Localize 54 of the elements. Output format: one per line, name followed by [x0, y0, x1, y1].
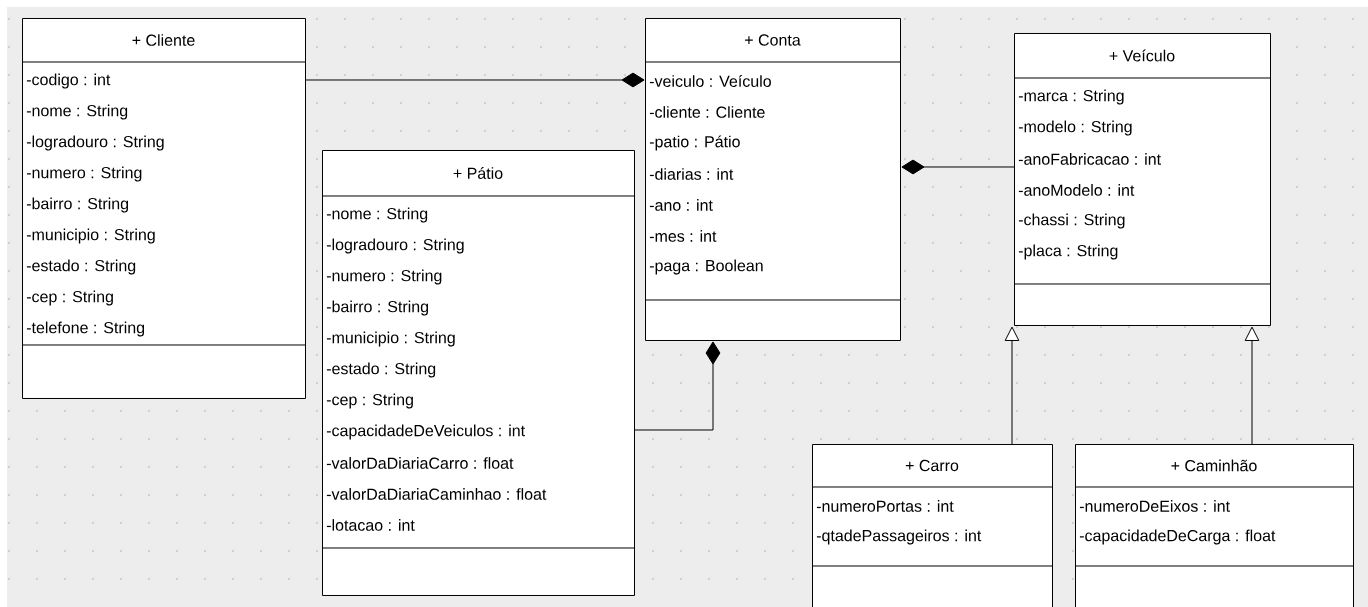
attribute: -placa : String [1018, 244, 1118, 260]
attribute: -nome : String [26, 104, 128, 120]
attribute: -capacidadeDeVeiculos : int [326, 424, 525, 440]
attribute: -numeroDeEixos : int [1079, 500, 1230, 512]
attribute: -mes : int [649, 230, 717, 242]
class-name: + Carro [905, 459, 959, 472]
class-box [1013, 33, 1271, 326]
attribute: -numero : String [26, 166, 142, 182]
class-box [321, 150, 635, 596]
attribute: -logradouro : String [326, 238, 464, 254]
attribute: -qtadePassageiros : int [816, 529, 982, 545]
class-name: + Veículo [1109, 49, 1175, 62]
attribute: -valorDaDiariaCaminhao : float [326, 488, 547, 500]
class-name: + Cliente [132, 34, 195, 46]
attribute: -cep : String [326, 393, 413, 409]
attribute: -bairro : String [326, 300, 428, 316]
attribute: -nome : String [326, 207, 428, 223]
attribute: -logradouro : String [26, 135, 164, 151]
composition-connector [305, 72, 645, 88]
class-box [644, 18, 901, 341]
attribute: -marca : String [1018, 89, 1124, 105]
attribute: -codigo : int [26, 73, 111, 89]
attribute: -numeroPortas : int [816, 500, 954, 512]
attribute: -modelo : String [1018, 120, 1132, 136]
attribute: -veiculo : Veículo [649, 75, 771, 87]
attribute: -cliente : Cliente [649, 106, 765, 118]
attribute: -municipio : String [26, 228, 155, 244]
class-name: + Caminhão [1171, 459, 1257, 472]
inheritance-arrow [1244, 326, 1260, 445]
attribute: -ano : int [649, 199, 713, 211]
class-box [811, 444, 1053, 607]
composition-connector [901, 159, 1015, 175]
attribute: -lotacao : int [326, 519, 415, 531]
attribute: -chassi : String [1018, 213, 1125, 229]
attribute: -numero : String [326, 269, 442, 285]
attribute: -paga : Boolean [649, 259, 763, 275]
class-name: + Conta [745, 34, 801, 46]
attribute: -cep : String [26, 290, 113, 306]
class-box [1074, 444, 1354, 607]
attribute: -capacidadeDeCarga : float [1079, 529, 1276, 545]
attribute: -municipio : String [326, 331, 455, 347]
attribute: -diarias : int [649, 168, 734, 180]
inheritance-arrow [1004, 326, 1020, 445]
attribute: -anoFabricacao : int [1018, 153, 1161, 165]
class-name: + Pátio [453, 167, 503, 179]
attribute: -estado : String [26, 259, 136, 275]
attribute: -bairro : String [26, 197, 128, 213]
attribute: -telefone : String [26, 321, 145, 337]
attribute: -anoModelo : int [1018, 184, 1135, 196]
composition-connector [634, 341, 721, 431]
attribute: -estado : String [326, 362, 436, 378]
attribute: -valorDaDiariaCarro : float [326, 457, 514, 469]
attribute: -patio : Pátio [649, 135, 740, 151]
class-box [21, 18, 306, 399]
